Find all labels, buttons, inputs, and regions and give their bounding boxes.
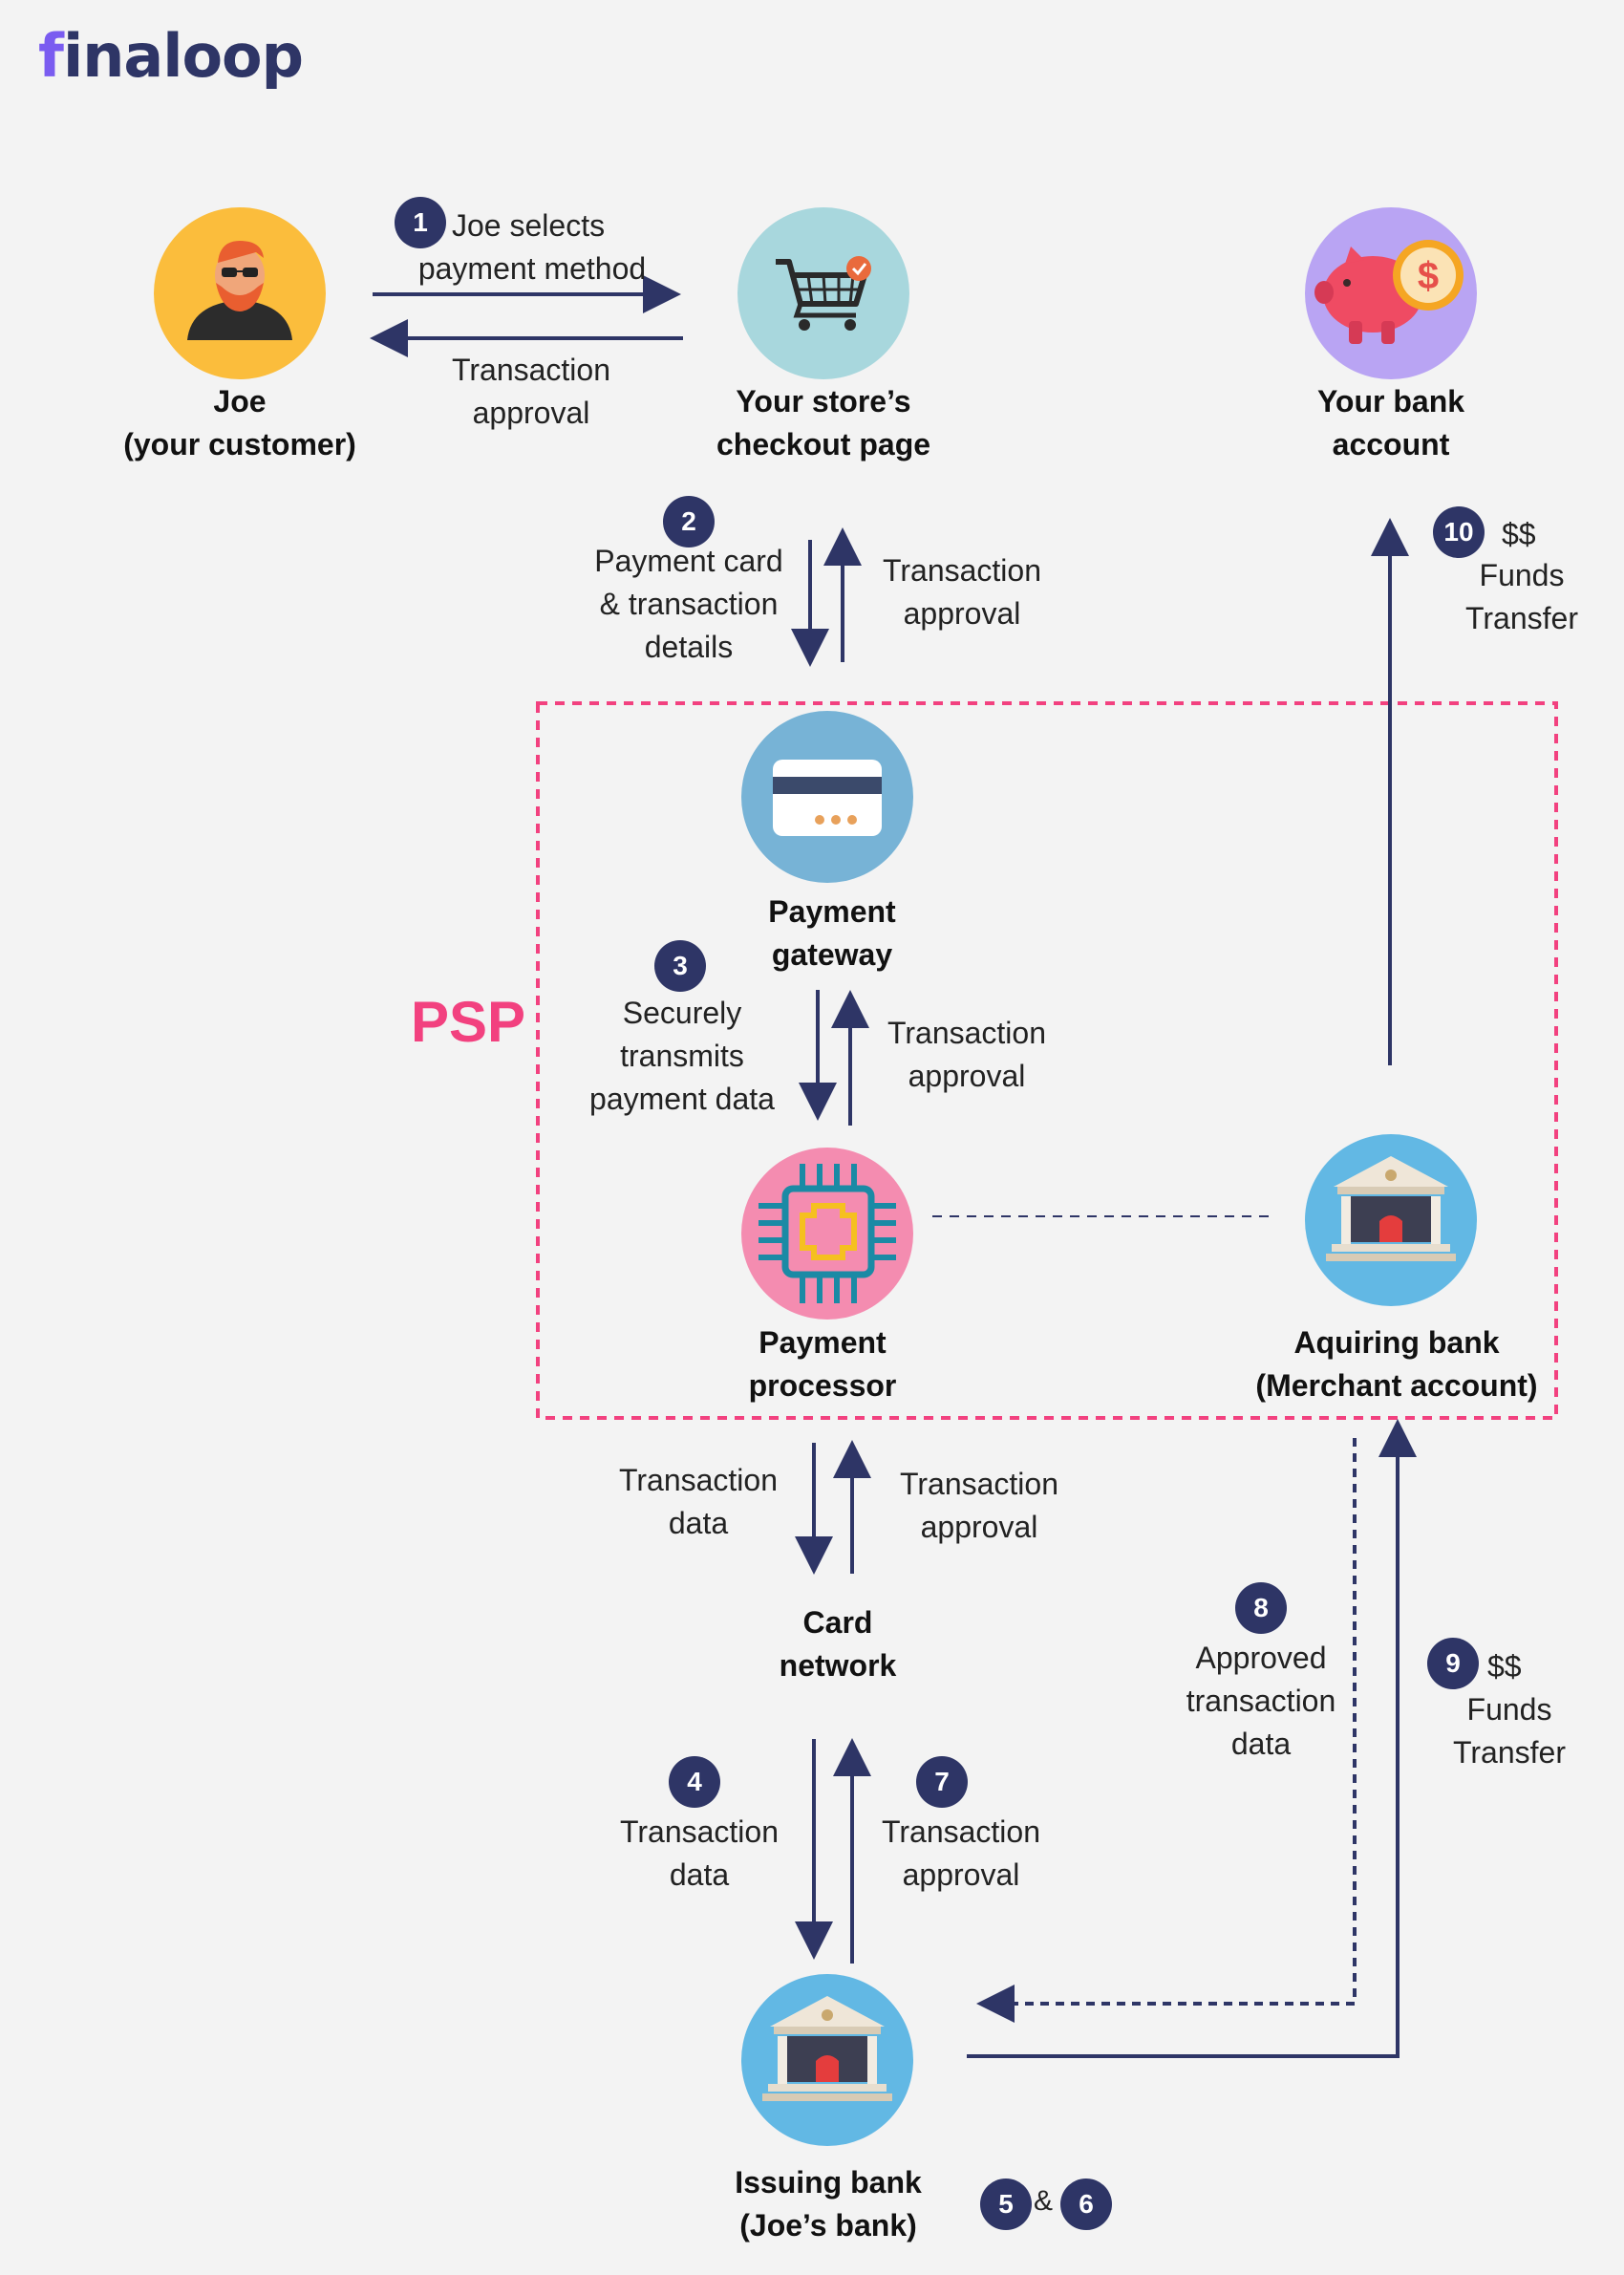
- step-label-1-line1: Joe selects: [452, 208, 606, 243]
- finaloop-logo: ffinaloopinaloop: [38, 21, 304, 91]
- psp-group-box: [536, 701, 1558, 1420]
- svg-text:$: $: [1418, 255, 1439, 297]
- step-label-9-line1: $$: [1487, 1649, 1522, 1684]
- step-badge-3: 3: [654, 940, 706, 992]
- acquiring-bank-icon: [1305, 1134, 1477, 1306]
- issuing-bank-icon: [741, 1974, 913, 2146]
- step-label-1-line2: payment method: [417, 251, 647, 286]
- step-badge-4: 4: [669, 1756, 720, 1808]
- step-badge-5: 5: [980, 2178, 1032, 2230]
- step-badge-8: 8: [1235, 1582, 1287, 1634]
- ampersand: &: [1034, 2185, 1054, 2217]
- step-badge-2: 2: [663, 496, 715, 547]
- node-label-joe: Joe(your customer): [123, 384, 356, 461]
- arrow-funds-to-acquiring: [967, 1419, 1417, 2058]
- step-label-10-line1: $$: [1502, 517, 1536, 551]
- node-label-issuing: Issuing bank(Joe’s bank): [735, 2165, 922, 2243]
- joe-avatar-icon: [154, 207, 326, 379]
- node-label-acquiring: Aquiring bank(Merchant account): [1255, 1325, 1538, 1403]
- step-badge-9: 9: [1427, 1638, 1479, 1689]
- step-badge-10: 10: [1433, 506, 1485, 558]
- shopping-cart-icon: [737, 207, 909, 379]
- credit-card-icon: [741, 711, 913, 883]
- step-badge-1: 1: [395, 197, 446, 248]
- psp-group-label: PSP: [411, 990, 526, 1054]
- step-badge-6: 6: [1060, 2178, 1112, 2230]
- processor-chip-icon: [741, 1148, 913, 1320]
- step-badge-7: 7: [916, 1756, 968, 1808]
- arrow-approved-data-to-issuing: [976, 1438, 1357, 2023]
- piggy-bank-icon: $: [1305, 207, 1477, 379]
